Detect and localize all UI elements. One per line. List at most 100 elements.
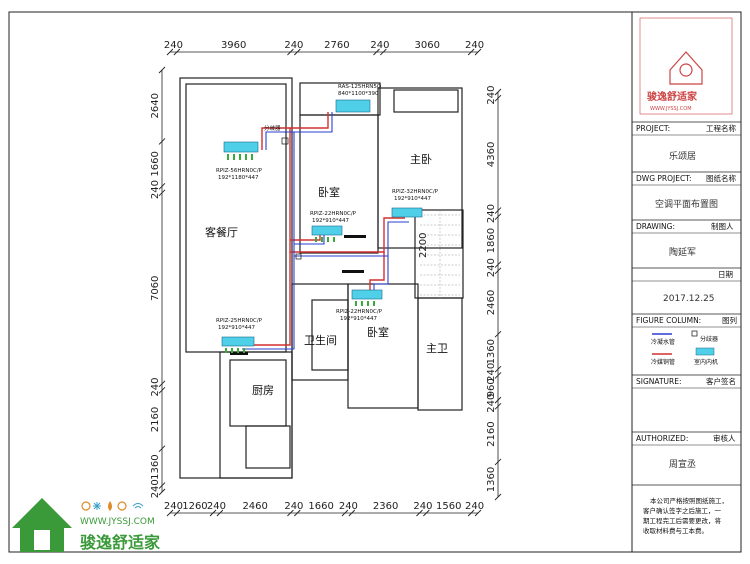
refrigerant-piping (238, 112, 405, 346)
dimension-tick (494, 207, 502, 214)
dimension-tick (474, 48, 482, 56)
brand-name: 骏逸舒适家 (80, 533, 161, 552)
dim-bottom-value: 240 (164, 501, 183, 512)
indoor-unit-master: RPIZ-32HRN0C/P 192*910*447 (391, 189, 439, 218)
dimension-tick (494, 365, 502, 373)
dimension-tick (474, 509, 482, 517)
dim-right-value: 240 (486, 258, 497, 277)
condensate-piping (242, 112, 409, 350)
bedroom-b-unit-model: RPIZ-22HRN0C/P (336, 309, 383, 315)
dim-left-value: 1660 (150, 151, 161, 176)
project-cn: 工程名称 (706, 123, 736, 133)
authorized-value: 周宣丞 (669, 458, 696, 470)
brand-house-icon (12, 498, 72, 552)
kitchen-outline (219, 351, 293, 479)
room-master-bath: 主卫 (426, 342, 448, 355)
dim-right-value: 240 (486, 394, 497, 413)
dimension-tick (287, 48, 294, 56)
dimension-tick (294, 509, 301, 517)
dim-right-value: 2160 (486, 421, 497, 446)
brand-watermark: WWW.JYSSJ.COM 骏逸舒适家 (12, 498, 161, 552)
dim-right-value: 2460 (486, 290, 497, 315)
dim-bottom-value: 1260 (182, 501, 207, 512)
dim-right-value: 240 (486, 86, 497, 105)
dim-left-value: 240 (150, 180, 161, 199)
legend-refrigerant: 冷媒铜管 (651, 358, 675, 366)
brand-fan-icon (117, 501, 127, 511)
brand-drop-icon (108, 501, 112, 511)
dim-right-value: 1860 (486, 228, 497, 253)
dim-inner-right: 2200 (418, 233, 429, 258)
dimension-tick (494, 402, 502, 410)
legend-splitter: 分歧器 (700, 335, 718, 343)
dimension-tick (494, 88, 502, 96)
project-label: PROJECT: (636, 124, 670, 133)
grille-bedroom-a (344, 235, 366, 238)
legend-indoor: 室内内机 (694, 358, 718, 366)
dim-top-value: 2760 (324, 40, 349, 51)
brand-wifi-icon (132, 503, 144, 509)
dimension-tick (158, 380, 166, 388)
dimension-tick (173, 509, 181, 517)
dimension-tick (467, 48, 475, 56)
splitter-label: 分歧器 (264, 124, 281, 132)
date-cn: 日期 (718, 270, 733, 279)
logo-url: WWW.JYSSJ.COM (650, 106, 692, 112)
dim-right-value: 240 (486, 363, 497, 382)
indoor-unit-bedroom-a: RPIZ-22HRN0C/P 192*910*447 (310, 211, 357, 242)
dimension-tick (494, 396, 502, 404)
bedroom-a-unit-size: 192*910*447 (312, 218, 349, 224)
dim-bottom-value: 240 (284, 501, 303, 512)
dimension-tick (173, 48, 181, 56)
note-line-4: 收取材料费与工本费。 (643, 526, 708, 535)
outdoor-unit-model: RAS-125HRN5Q (338, 84, 382, 90)
indoor-unit-bedroom-b: RPIZ-22HRN0C/P 192*910*447 (336, 289, 383, 322)
logo-text: 骏逸舒适家 (647, 90, 698, 103)
stair-hatching (420, 210, 460, 298)
drawer-value: 陶延军 (669, 246, 696, 258)
drawer-label: DRAWING: (636, 222, 675, 231)
grille-kitchen (230, 352, 248, 355)
dim-right-value: 240 (486, 204, 497, 223)
authorized-label: AUTHORIZED: (636, 434, 688, 443)
dimension-tick (416, 509, 423, 517)
dim-bottom-value: 2460 (242, 501, 267, 512)
room-master: 主卧 (410, 153, 432, 166)
outdoor-unit-size: 840*1100*390 (338, 91, 379, 97)
grille-bedroom-b (342, 270, 364, 273)
bedroom-a-unit-model: RPIZ-22HRN0C/P (310, 211, 357, 217)
date-value: 2017.12.25 (663, 294, 715, 304)
dim-left-value: 1360 (150, 454, 161, 479)
outdoor-unit: RAS-125HRN5Q 840*1100*390 (335, 84, 382, 113)
dim-top-value: 3060 (415, 40, 440, 51)
dimension-tick (158, 386, 166, 394)
dimension-tick (494, 493, 502, 501)
signature-cn: 客户签名 (706, 376, 736, 386)
master-unit-size: 192*910*447 (394, 196, 431, 202)
figure-label: FIGURE COLUMN: (636, 316, 701, 325)
dimension-tick (287, 509, 294, 517)
kitchen-unit-size: 192*910*447 (218, 325, 255, 331)
dimension-tick (494, 330, 502, 338)
authorized-cn: 审核人 (713, 433, 736, 443)
splitter-marker-2 (295, 253, 302, 260)
drawing-frame (8, 11, 742, 553)
dim-bottom-value: 240 (207, 501, 226, 512)
logo-house-icon (669, 51, 703, 85)
indoor-unit-kitchen: RPIZ-25HRN0C/P 192*910*447 (216, 318, 263, 353)
dimension-tick (158, 445, 166, 453)
drawer-cn: 制图人 (711, 221, 734, 231)
dim-left-value: 2640 (150, 93, 161, 118)
dimension-tick (467, 509, 475, 517)
dimension-tick (494, 261, 502, 268)
dim-top-value: 240 (164, 40, 183, 51)
figure-cn: 图列 (722, 315, 737, 325)
indoor-unit-living: RPIZ-56HRN0C/P 192*1180*447 (216, 141, 263, 181)
legend: 冷凝水管 分歧器 冷媒铜管 室内内机 (651, 330, 718, 366)
dim-right-value: 960 (486, 378, 497, 397)
living-unit-size: 192*1180*447 (218, 175, 259, 181)
room-bath: 卫生间 (304, 333, 337, 347)
dimension-tick (158, 482, 166, 489)
